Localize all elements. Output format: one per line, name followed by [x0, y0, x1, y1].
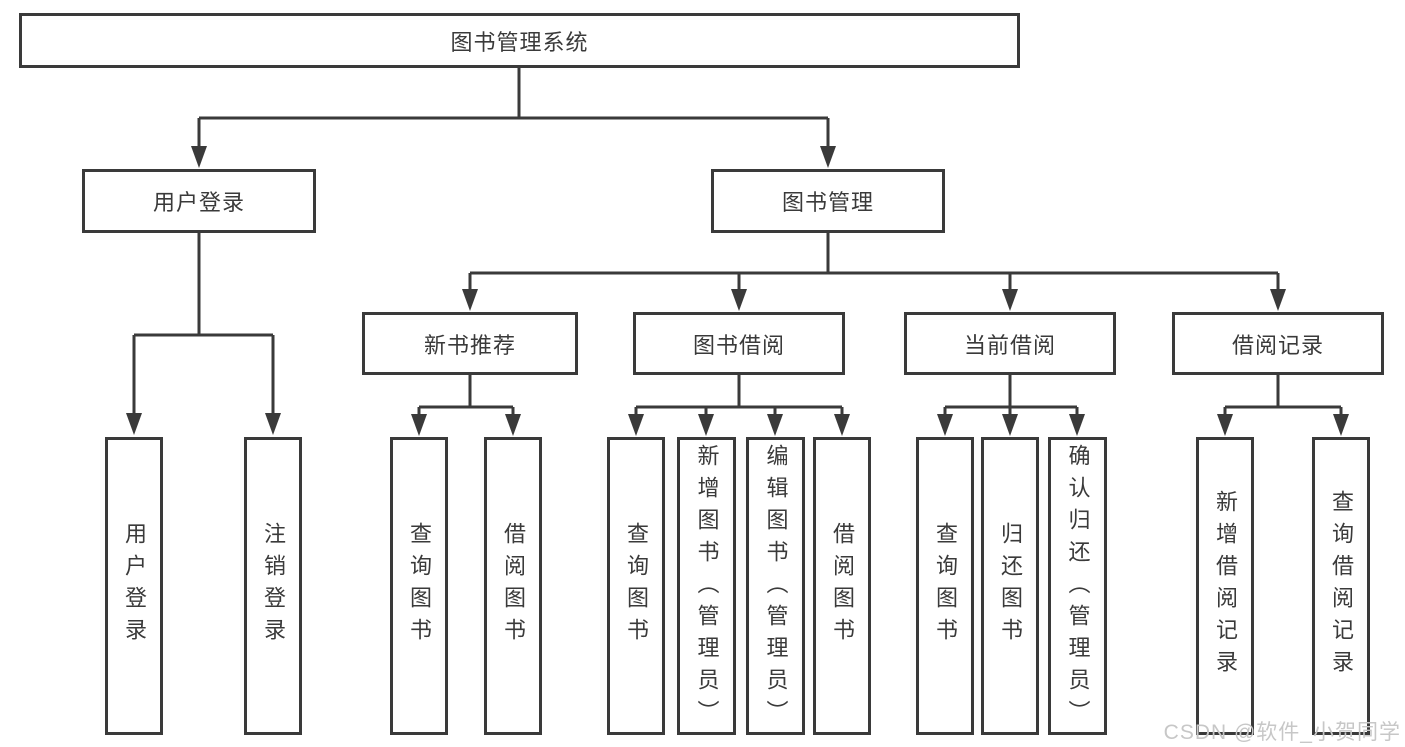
leaf-borrow-edit-books-admin: 编辑图书（管理员）: [746, 437, 805, 735]
arrowhead-down-icon: [1270, 289, 1286, 311]
node-label: 归还图书: [998, 522, 1023, 650]
node-label: 借阅图书: [830, 522, 855, 650]
node-label: 用户登录: [152, 190, 245, 215]
arrowhead-down-icon: [1069, 414, 1085, 436]
leaf-logout: 注销登录: [244, 437, 302, 735]
node-label: 确认归还（管理员）: [1065, 444, 1091, 732]
csdn-watermark: CSDN @软件_小贺同学: [1163, 721, 1401, 744]
arrowhead-down-icon: [1217, 414, 1233, 436]
arrowhead-down-icon: [126, 413, 142, 435]
arrowhead-down-icon: [1002, 414, 1018, 436]
node-label: 编辑图书（管理员）: [763, 444, 789, 732]
node-label: 图书借阅: [692, 332, 785, 358]
node-label: 借阅记录: [1231, 332, 1324, 358]
arrowhead-down-icon: [191, 146, 207, 168]
arrowhead-down-icon: [462, 289, 478, 311]
node-label: 新书推荐: [423, 332, 516, 358]
leaf-borrow-add-books-admin: 新增图书（管理员）: [677, 437, 736, 735]
arrowhead-down-icon: [731, 289, 747, 311]
arrowhead-down-icon: [698, 414, 714, 436]
node-label: 图书管理系统: [450, 29, 589, 55]
node-label: 当前借阅: [963, 332, 1056, 358]
leaf-records-query-borrow-record: 查询借阅记录: [1312, 437, 1370, 735]
leaf-newbook-query-books: 查询图书: [390, 437, 448, 735]
node-label: 用户登录: [122, 522, 147, 650]
node-user-login-branch: 用户登录: [82, 169, 316, 233]
node-label: 查询借阅记录: [1329, 490, 1354, 682]
node-label: 注销登录: [261, 522, 286, 650]
node-current-borrowing: 当前借阅: [904, 312, 1116, 375]
node-book-management-branch: 图书管理: [711, 169, 945, 233]
node-label: 查询图书: [624, 522, 649, 650]
arrowhead-down-icon: [628, 414, 644, 436]
arrowhead-down-icon: [937, 414, 953, 436]
node-book-borrowing: 图书借阅: [633, 312, 845, 375]
leaf-borrow-query-books: 查询图书: [607, 437, 665, 735]
leaf-current-query-books: 查询图书: [916, 437, 974, 735]
arrowhead-down-icon: [265, 413, 281, 435]
node-label: 图书管理: [781, 190, 874, 215]
leaf-current-confirm-return-admin: 确认归还（管理员）: [1048, 437, 1107, 735]
node-label: 查询图书: [407, 522, 432, 650]
arrowhead-down-icon: [1333, 414, 1349, 436]
node-label: 新增图书（管理员）: [694, 444, 720, 732]
arrowhead-down-icon: [767, 414, 783, 436]
node-library-management-system: 图书管理系统: [19, 13, 1020, 68]
leaf-current-return-books: 归还图书: [981, 437, 1039, 735]
arrowhead-down-icon: [834, 414, 850, 436]
leaf-user-login: 用户登录: [105, 437, 163, 735]
node-borrowing-records: 借阅记录: [1172, 312, 1384, 375]
node-label: 借阅图书: [501, 522, 526, 650]
leaf-borrow-borrow-books: 借阅图书: [813, 437, 871, 735]
leaf-newbook-borrow-books: 借阅图书: [484, 437, 542, 735]
node-label: 查询图书: [933, 522, 958, 650]
node-new-book-recommendation: 新书推荐: [362, 312, 578, 375]
node-label: 新增借阅记录: [1213, 490, 1238, 682]
arrowhead-down-icon: [1002, 289, 1018, 311]
leaf-records-add-borrow-record: 新增借阅记录: [1196, 437, 1254, 735]
arrowhead-down-icon: [411, 414, 427, 436]
arrowhead-down-icon: [820, 146, 836, 168]
arrowhead-down-icon: [505, 414, 521, 436]
